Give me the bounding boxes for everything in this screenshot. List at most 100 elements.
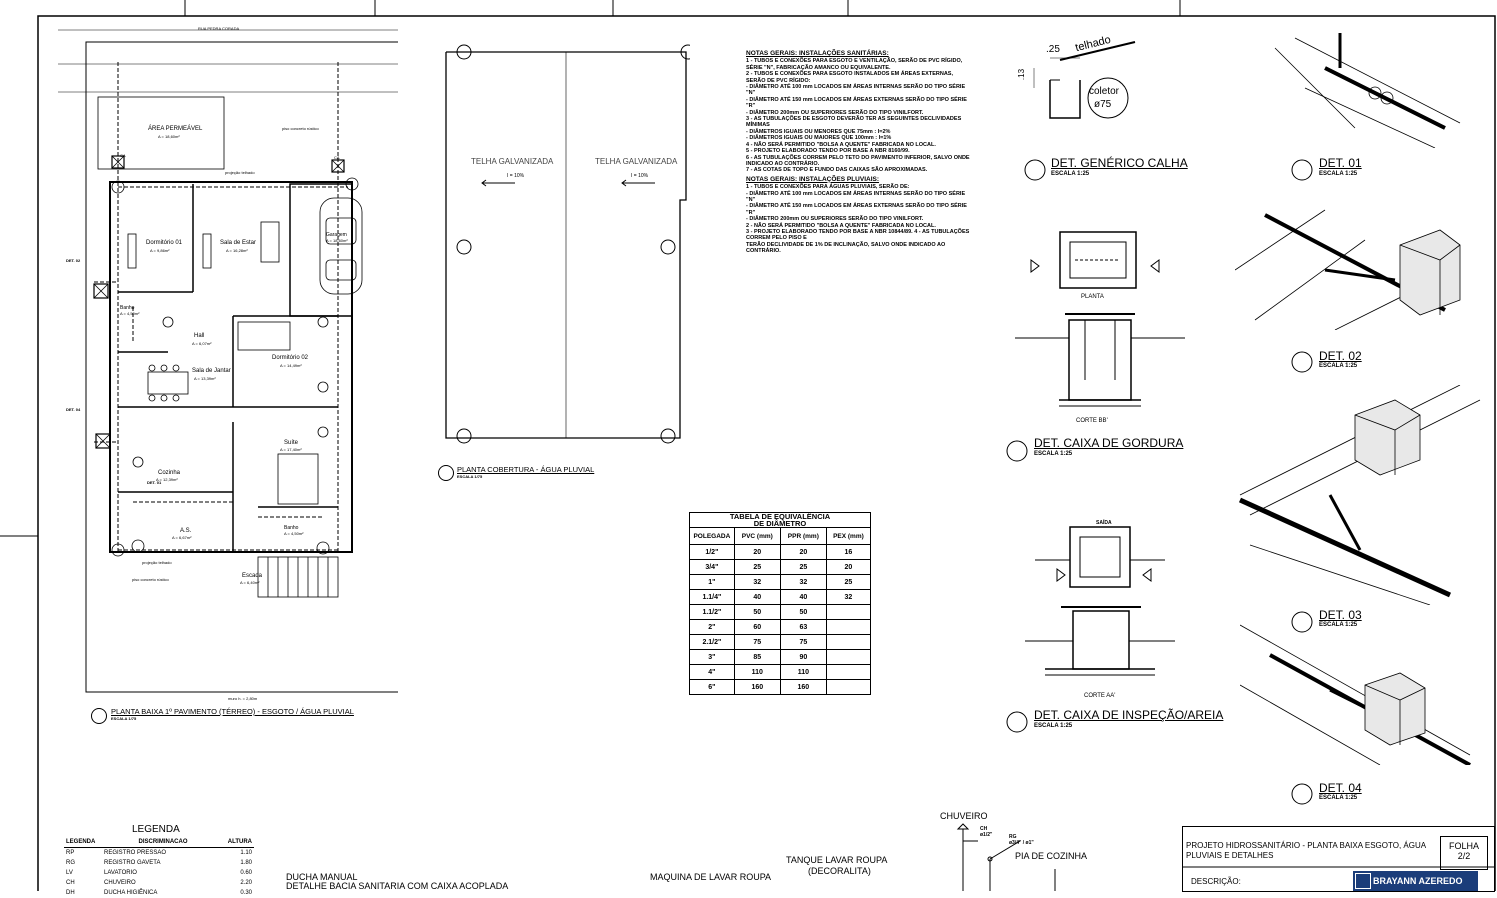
table-cell: 85: [734, 650, 780, 665]
calha-title: DET. GENÉRICO CALHA: [1051, 156, 1188, 170]
gordura-corte: CORTE BB': [1076, 418, 1108, 424]
room-label: Dormitório 02: [272, 355, 308, 361]
table-cell: 1": [690, 575, 735, 590]
det04-title: DET. 04: [1319, 781, 1362, 795]
table-header: PEX (mm): [826, 528, 870, 545]
table-cell: 110: [734, 665, 780, 680]
note-line: 3 - AS TUBULAÇÕES DE ESGOTO DEVERÃO TER …: [746, 116, 971, 129]
table-cell: 20: [734, 545, 780, 560]
roof-title-circle: [437, 464, 455, 482]
note-line: - DIÂMETRO ATÉ 150 mm LOCADOS EM ÁREAS E…: [746, 97, 971, 110]
calha-diameter: ø75: [1094, 99, 1111, 110]
det03-scale: ESCALA 1:25: [1319, 622, 1357, 628]
table-cell: 1/2": [690, 545, 735, 560]
det02-scale: ESCALA 1:25: [1319, 363, 1357, 369]
table-cell: 60: [734, 620, 780, 635]
table-cell: 160: [734, 680, 780, 695]
table-cell: 75: [780, 635, 826, 650]
note-line: 7 - AS COTAS DE TOPO E FUNDO DAS CAIXAS …: [746, 167, 971, 173]
table-cell: [826, 650, 870, 665]
projecao-label: projeção telhado: [142, 560, 172, 565]
room-label: Dormitório 01: [146, 240, 182, 246]
legend-cell: REGISTRO PRESSAO: [102, 848, 224, 859]
legend-header: LEGENDA: [64, 837, 102, 848]
det01-title: DET. 01: [1319, 156, 1362, 170]
calha-scale: ESCALA 1:25: [1051, 171, 1089, 177]
table-header: POLEGADA: [690, 528, 735, 545]
legend-cell: LV: [64, 868, 102, 878]
det01-title-circle: [1290, 158, 1314, 182]
iso-det04-drawing: [1240, 615, 1480, 765]
legend-cell: CH: [64, 878, 102, 888]
folha-label: FOLHA: [1441, 841, 1487, 851]
table-title-2: DE DIÂMETRO: [690, 520, 870, 527]
table-cell: 32: [826, 590, 870, 605]
det04-title-circle: [1290, 782, 1314, 806]
legend-cell: 0.60: [224, 868, 254, 878]
table-cell: 160: [780, 680, 826, 695]
note-line: 1 - TUBOS E CONEXÕES PARA ESGOTO E VENTI…: [746, 58, 971, 64]
plan-title-circle: [90, 707, 108, 725]
gordura-title-circle: [1005, 439, 1029, 463]
table-cell: 40: [734, 590, 780, 605]
room-label: Cozinha: [158, 470, 180, 476]
table-cell: 90: [780, 650, 826, 665]
muro-label: muro h. = 2,80m: [228, 696, 257, 701]
title-block-divider: [1182, 865, 1494, 885]
plan-cx-label: CA: [334, 155, 340, 160]
legend-cell: DH: [64, 888, 102, 898]
det02-title: DET. 02: [1319, 349, 1362, 363]
plan-det-label: DET. 02: [66, 258, 80, 263]
gordura-scale: ESCALA 1:25: [1034, 451, 1072, 457]
tanque-label: TANQUE LAVAR ROUPA: [786, 855, 887, 865]
gordura-title: DET. CAIXA DE GORDURA: [1034, 436, 1183, 450]
roof-scale: ESCALA 1/75: [457, 474, 482, 479]
project-title: PROJETO HIDROSSANITÁRIO - PLANTA BAIXA E…: [1186, 841, 1436, 861]
room-label: Sala de Jantar: [192, 368, 231, 374]
piso-label: piso concreto rústico: [132, 577, 169, 582]
room-label: Escada: [242, 573, 262, 579]
room-area: A = 17,40m²: [280, 447, 302, 452]
telha-label-left: TELHA GALVANIZADA: [471, 157, 553, 166]
iso-det01-drawing: [1265, 28, 1465, 148]
roof-plan: [440, 40, 690, 450]
table-cell: [826, 665, 870, 680]
table-cell: 63: [780, 620, 826, 635]
equivalence-table: TABELA DE EQUIVALÊNCIA DE DIÂMETRO POLEG…: [689, 512, 871, 695]
room-label: A.S.: [180, 528, 191, 534]
room-label: ÁREA PERMEÁVEL: [148, 126, 202, 132]
maquina-label: MAQUINA DE LAVAR ROUPA: [650, 872, 771, 882]
projecao-label: projeção telhado: [225, 170, 255, 175]
det03-title-circle: [1290, 610, 1314, 634]
note-line: - DIÂMETRO ATÉ 150 mm LOCADOS EM ÁREAS E…: [746, 203, 971, 216]
inspecao-detail-drawing: [995, 515, 1195, 695]
slope-left: I = 10%: [507, 173, 524, 179]
det01-scale: ESCALA 1:25: [1319, 171, 1357, 177]
room-area: A = 6,40m²: [240, 580, 259, 585]
calha-coletor: coletor: [1089, 86, 1119, 97]
iso-det03-drawing: [1230, 385, 1490, 605]
table-cell: 1.1/4": [690, 590, 735, 605]
table-cell: 50: [780, 605, 826, 620]
table-cell: [826, 635, 870, 650]
inspecao-scale: ESCALA 1:25: [1034, 723, 1072, 729]
table-cell: 6": [690, 680, 735, 695]
room-area: A = 18,60m²: [158, 134, 180, 139]
bacia-label: DETALHE BACIA SANITARIA COM CAIXA ACOPLA…: [286, 881, 508, 891]
legend-cell: 1.80: [224, 858, 254, 868]
room-area: A = 14,49m²: [280, 363, 302, 368]
room-label: Sala de Estar: [220, 240, 256, 246]
